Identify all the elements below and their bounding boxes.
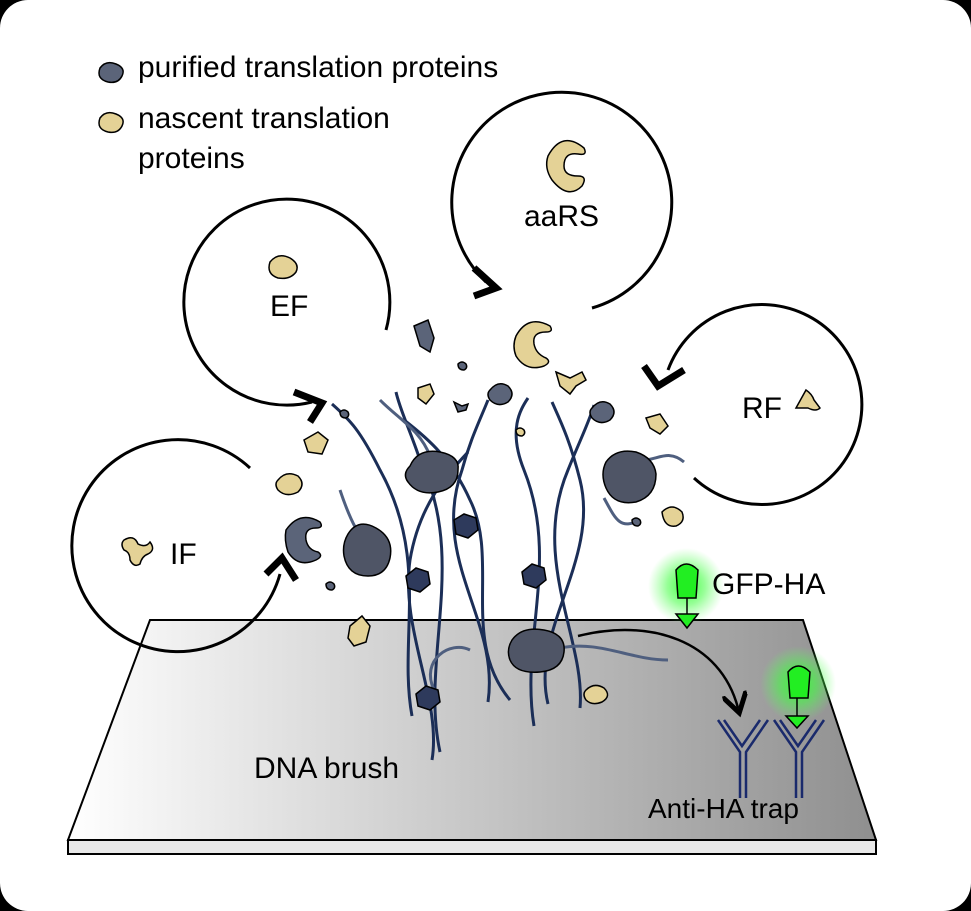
legend-nascent-label-line2: proteins <box>138 142 245 175</box>
polymerase <box>521 563 547 589</box>
anti-ha-antibodies <box>716 719 826 798</box>
polymerase <box>405 567 431 593</box>
legend-purified-label: purified translation proteins <box>138 51 498 84</box>
legend-purified-icon <box>98 61 124 84</box>
polymerase <box>415 685 441 711</box>
product-arrow <box>577 628 738 708</box>
nascent-proteins <box>275 321 684 705</box>
legend-nascent-icon <box>98 111 124 134</box>
ribosome <box>602 450 657 504</box>
legend-nascent-label: nascent translation <box>138 102 390 135</box>
ef-protein-icon <box>268 255 298 280</box>
ef-cycle: EF <box>182 197 392 424</box>
if-label: IF <box>170 538 197 571</box>
if-cycle: IF <box>70 438 299 654</box>
ef-label: EF <box>270 290 308 323</box>
ribosome <box>404 450 459 494</box>
gfp-ha-label: GFP-HA <box>712 568 825 601</box>
aars-cycle: aaRS <box>450 90 674 310</box>
dna-brush-label: DNA brush <box>254 752 399 785</box>
anti-ha-trap-label: Anti-HA trap <box>648 793 799 824</box>
rf-cycle: RF <box>641 303 864 507</box>
antibody-2 <box>772 719 826 798</box>
gfp-product-1 <box>648 548 724 630</box>
aars-protein-icon <box>545 139 586 193</box>
polymerase <box>453 513 479 539</box>
rf-label: RF <box>742 392 782 425</box>
legend: purified translation proteins nascent tr… <box>98 51 498 175</box>
antibody-1 <box>716 719 770 798</box>
if-protein-icon <box>121 537 154 567</box>
ribosomes <box>342 450 657 711</box>
surface-slab <box>66 619 878 855</box>
rf-protein-icon <box>794 388 821 411</box>
aars-label: aaRS <box>524 200 599 233</box>
gfp-product-2 <box>760 646 836 730</box>
ribosome <box>342 523 392 577</box>
ribosome <box>507 628 565 673</box>
purified-proteins <box>284 318 642 591</box>
